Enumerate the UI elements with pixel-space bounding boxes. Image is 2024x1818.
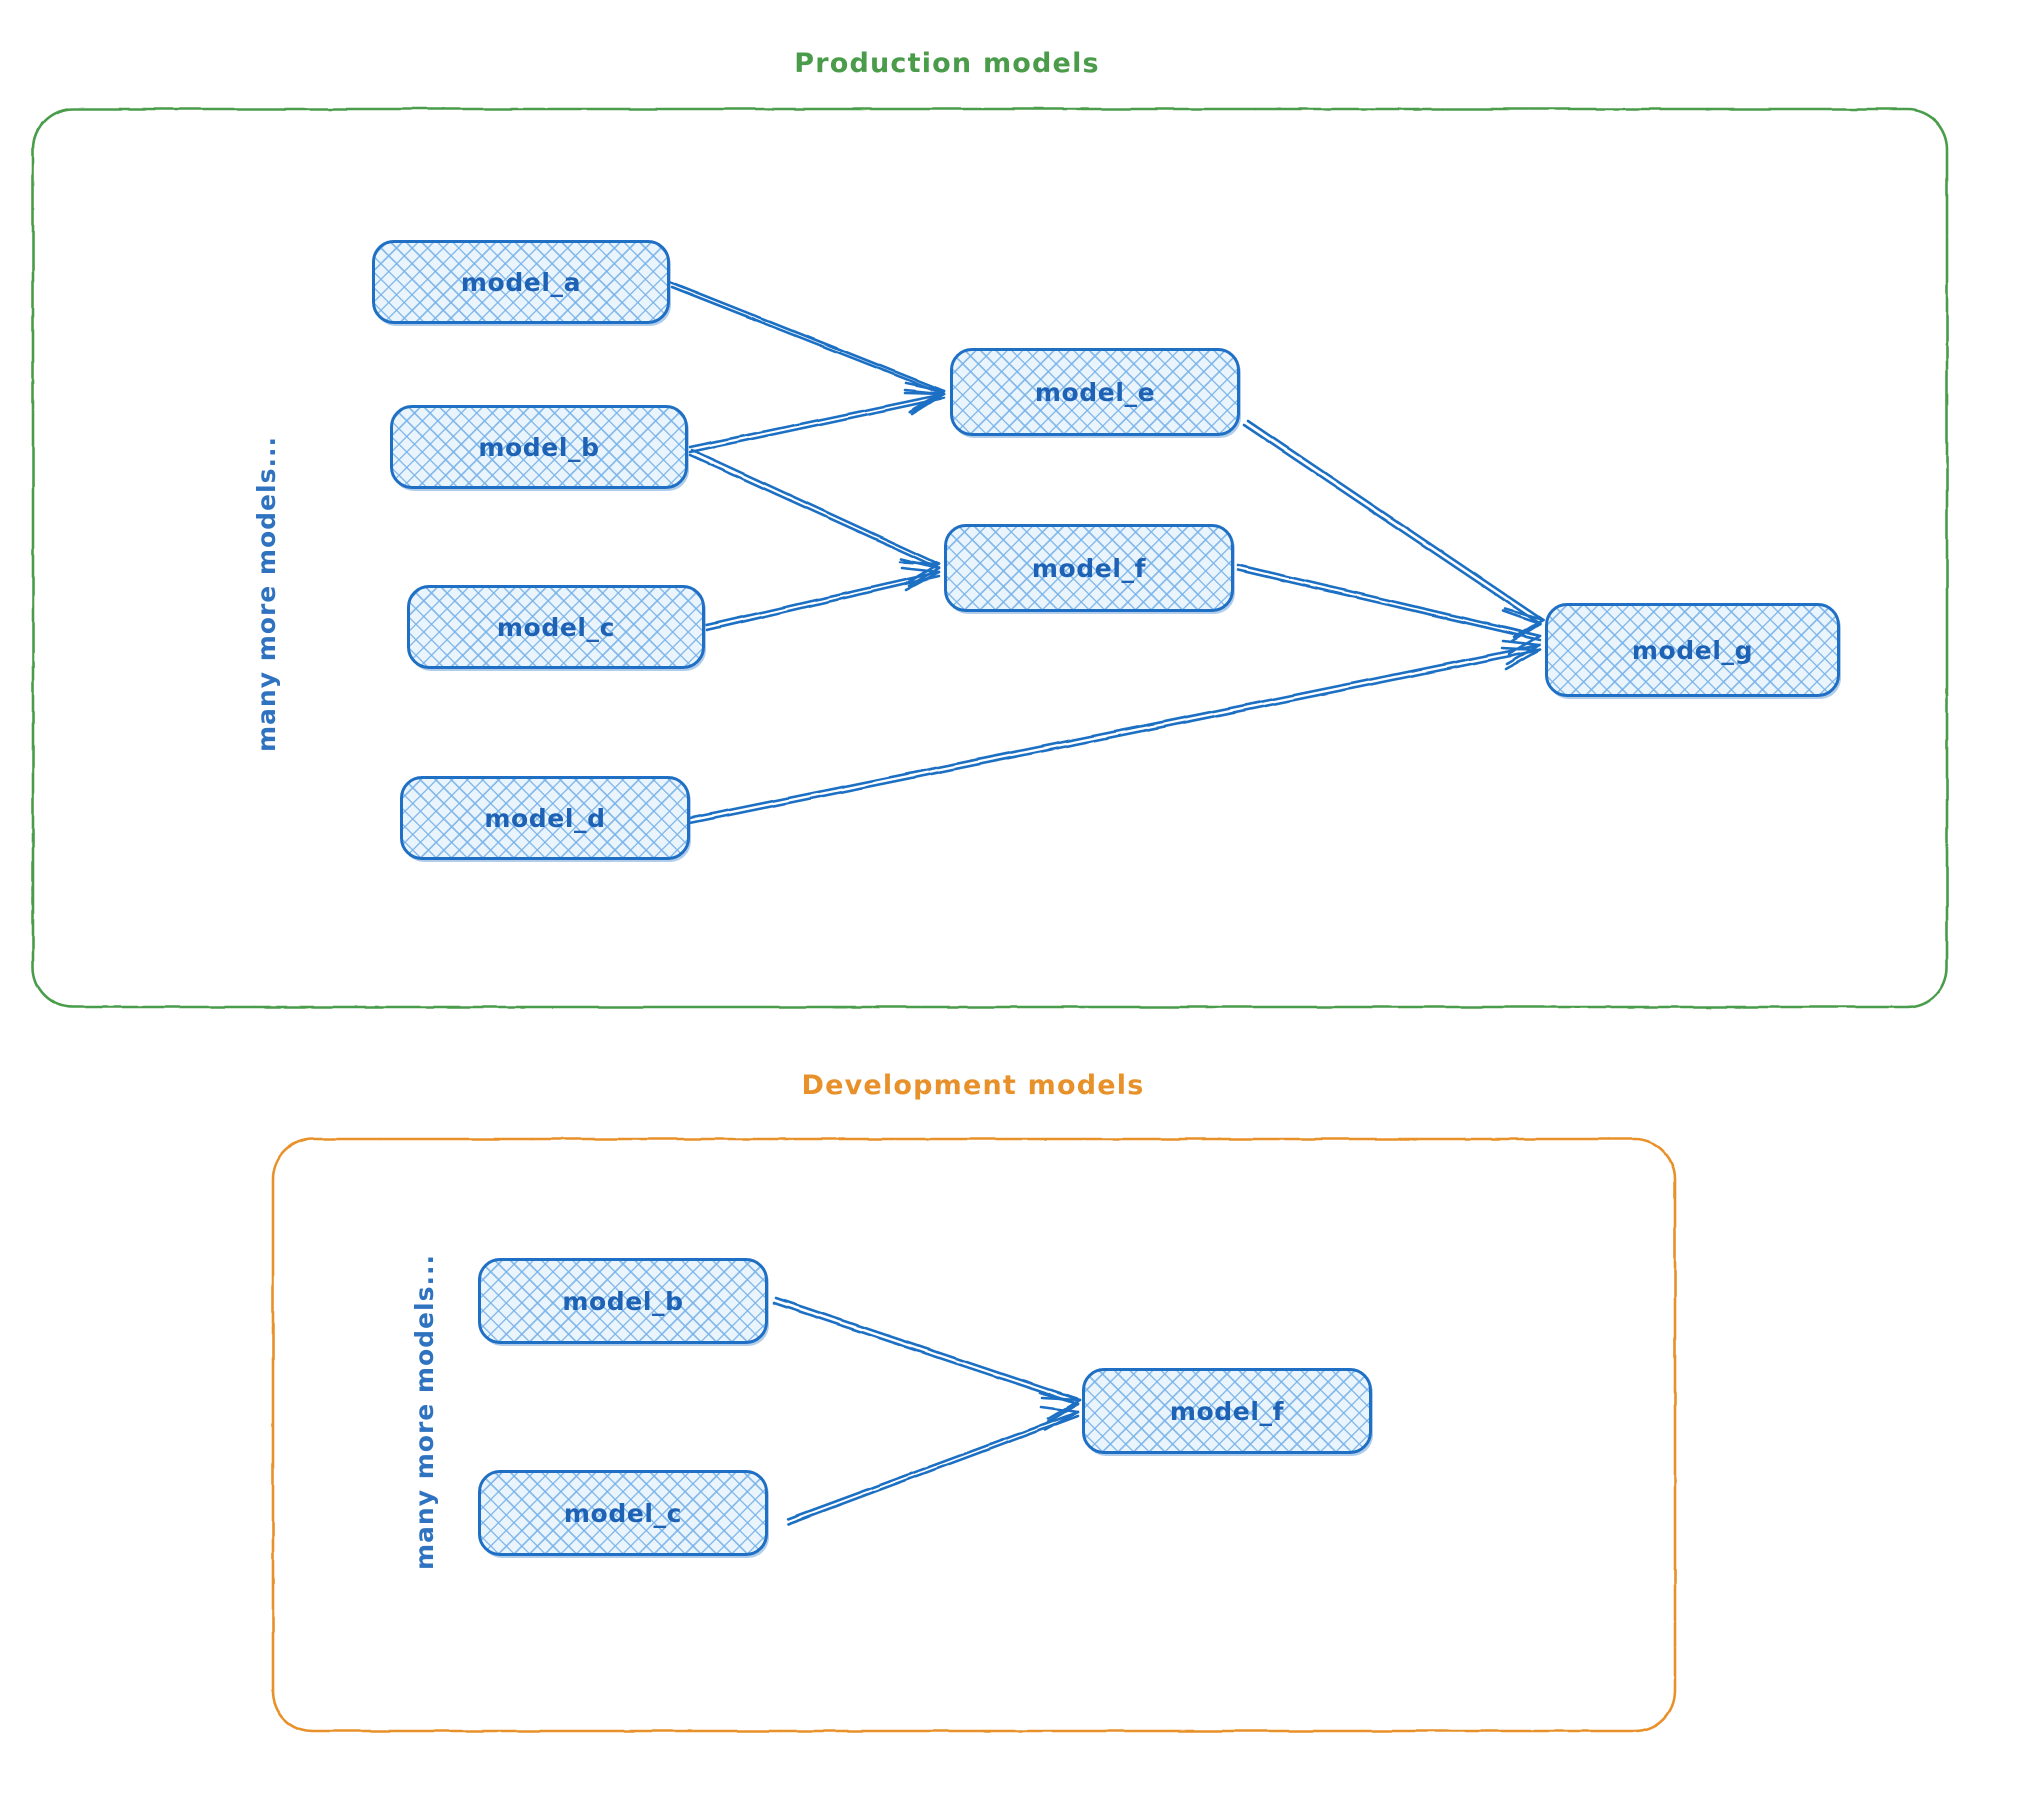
- node-dev-model-f[interactable]: model_f: [1082, 1368, 1372, 1454]
- edge-model-b-to-model-e: [688, 388, 946, 454]
- node-prod-model-a[interactable]: model_a: [372, 240, 670, 324]
- node-label: model_a: [460, 267, 582, 297]
- node-label: model_f: [1031, 553, 1147, 583]
- dev-edge-model-b-to-model-f: [772, 1296, 1082, 1424]
- development-edges: [772, 1296, 1082, 1526]
- edge-model-c-to-model-f: [705, 566, 941, 632]
- node-label: model_e: [1034, 377, 1156, 407]
- edge-model-f-to-model-g: [1236, 563, 1542, 656]
- node-label: model_c: [563, 1498, 683, 1528]
- edge-model-d-to-model-g: [688, 639, 1542, 825]
- production-side-note: many more models...: [252, 436, 281, 752]
- node-label: model_f: [1169, 1396, 1285, 1426]
- development-container: [271, 1137, 1677, 1733]
- node-label: model_d: [484, 803, 606, 833]
- node-label: model_b: [478, 432, 600, 462]
- node-label: model_g: [1631, 635, 1754, 665]
- node-prod-model-f[interactable]: model_f: [944, 524, 1234, 612]
- node-label: model_b: [562, 1286, 684, 1316]
- node-prod-model-d[interactable]: model_d: [400, 776, 690, 860]
- production-edges: [668, 280, 1545, 825]
- node-prod-model-b[interactable]: model_b: [390, 405, 688, 489]
- node-dev-model-b[interactable]: model_b: [478, 1258, 768, 1344]
- production-container: [31, 107, 1949, 1009]
- node-dev-model-c[interactable]: model_c: [478, 1470, 768, 1556]
- node-prod-model-g[interactable]: model_g: [1545, 603, 1840, 697]
- production-group-title: Production models: [794, 48, 1100, 79]
- dev-edge-model-c-to-model-f: [786, 1405, 1080, 1526]
- node-prod-model-e[interactable]: model_e: [950, 348, 1240, 436]
- edge-model-b-to-model-f: [688, 448, 941, 588]
- node-prod-model-c[interactable]: model_c: [407, 585, 705, 669]
- edge-model-e-to-model-g: [1242, 419, 1545, 643]
- edge-model-a-to-model-e: [668, 280, 946, 416]
- node-label: model_c: [496, 612, 616, 642]
- development-group-title: Development models: [801, 1070, 1145, 1101]
- development-side-note: many more models...: [410, 1254, 439, 1570]
